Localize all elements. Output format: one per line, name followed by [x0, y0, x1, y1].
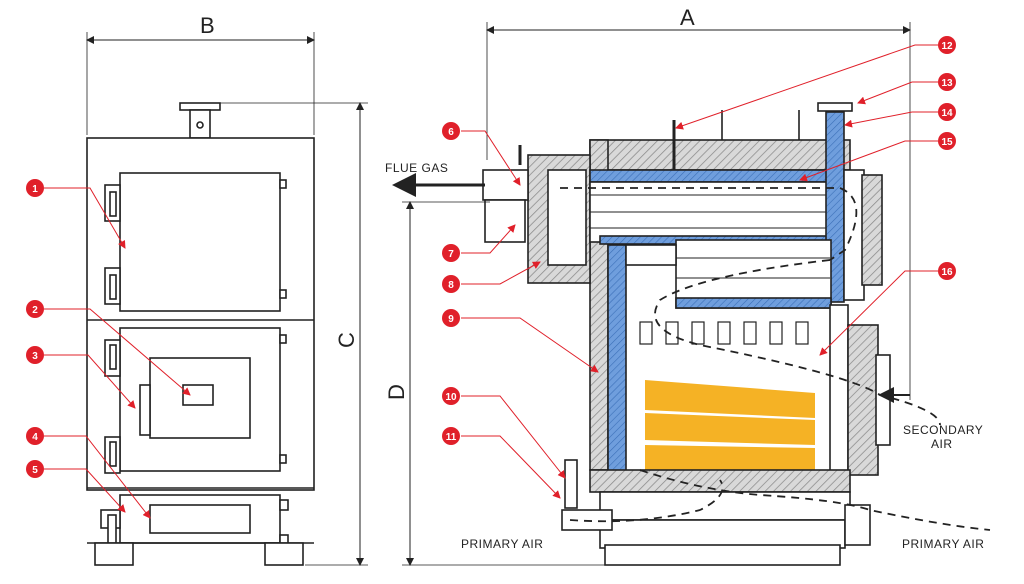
- secondary-air-label-line1: SECONDARY: [903, 423, 983, 437]
- dim-c-label: C: [334, 332, 359, 348]
- svg-text:16: 16: [941, 267, 953, 278]
- front-view: [86, 32, 368, 566]
- svg-text:7: 7: [448, 249, 454, 260]
- svg-text:2: 2: [32, 305, 38, 316]
- leader-lines: [44, 44, 938, 519]
- callout-10: 10: [442, 387, 460, 405]
- svg-text:14: 14: [941, 108, 953, 119]
- svg-text:11: 11: [446, 432, 457, 443]
- section-view: [392, 22, 991, 566]
- callout-13: 13: [938, 73, 956, 91]
- primary-air-left-label: PRIMARY AIR: [461, 537, 543, 551]
- callout-7: 7: [442, 244, 460, 262]
- primary-air-right-label: PRIMARY AIR: [902, 537, 984, 551]
- secondary-air-label-line2: AIR: [931, 437, 953, 451]
- dim-b-label: B: [200, 13, 215, 38]
- svg-text:5: 5: [32, 465, 38, 476]
- callout-5: 5: [26, 460, 44, 478]
- callout-12: 12: [938, 36, 956, 54]
- callout-11: 11: [442, 427, 460, 445]
- callout-16: 16: [938, 262, 956, 280]
- flue-gas-label: FLUE GAS: [385, 161, 448, 175]
- callout-2: 2: [26, 300, 44, 318]
- svg-text:4: 4: [32, 432, 38, 443]
- svg-text:13: 13: [941, 78, 953, 89]
- callout-3: 3: [26, 346, 44, 364]
- svg-text:10: 10: [445, 392, 457, 403]
- callout-4: 4: [26, 427, 44, 445]
- fuel-logs: [645, 380, 815, 475]
- svg-text:3: 3: [32, 351, 38, 362]
- svg-text:9: 9: [448, 314, 454, 325]
- dim-a-label: A: [680, 5, 695, 30]
- callout-14: 14: [938, 103, 956, 121]
- svg-text:6: 6: [448, 127, 454, 138]
- dim-d-label: D: [384, 384, 409, 400]
- svg-text:15: 15: [941, 137, 953, 148]
- callout-badges: 1 2 3 4 5 6 7 8 9 10 11 12 13 14 15 16: [26, 36, 956, 478]
- callout-8: 8: [442, 275, 460, 293]
- svg-text:12: 12: [941, 41, 953, 52]
- callout-1: 1: [26, 179, 44, 197]
- callout-6: 6: [442, 122, 460, 140]
- callout-9: 9: [442, 309, 460, 327]
- svg-text:1: 1: [32, 184, 38, 195]
- svg-text:8: 8: [448, 280, 454, 291]
- callout-15: 15: [938, 132, 956, 150]
